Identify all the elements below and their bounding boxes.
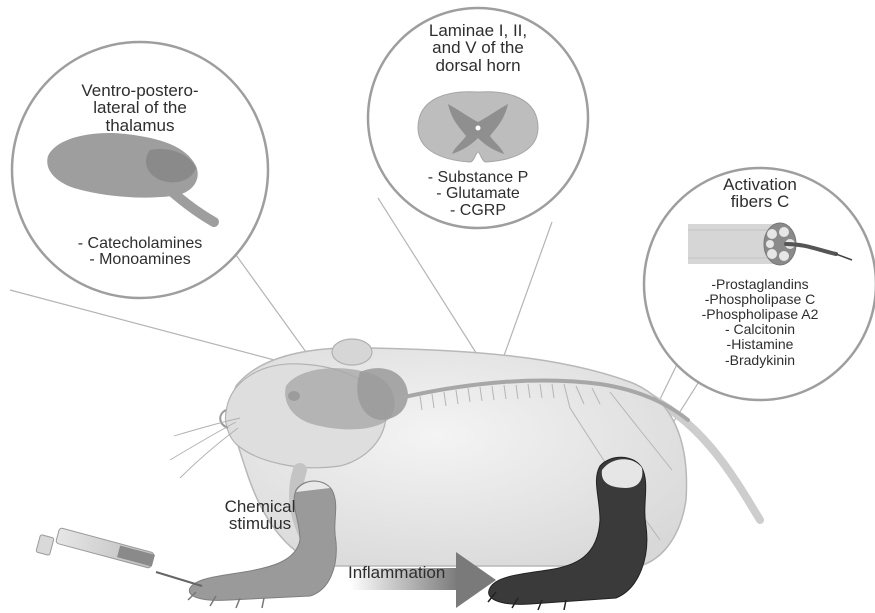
dorsal-horn-list: - Substance P - Glutamate - CGRP [398, 170, 558, 219]
fibers-list: -Prostaglandins -Phospholipase C -Phosph… [680, 277, 840, 368]
inflammation-label: Inflammation [348, 564, 468, 581]
fibers-title: Activation fibers C [690, 176, 830, 211]
thalamus-title: Ventro-postero- lateral of the thalamus [55, 82, 225, 134]
thalamus-list: - Catecholamines - Monoamines [55, 236, 225, 269]
syringe-icon [36, 528, 202, 586]
dorsal-horn-title: Laminae I, II, and V of the dorsal horn [398, 22, 558, 74]
rat-ear [332, 339, 372, 365]
chemical-stimulus-label: Chemical stimulus [210, 498, 310, 533]
spinal-cord-section-icon [418, 92, 538, 162]
